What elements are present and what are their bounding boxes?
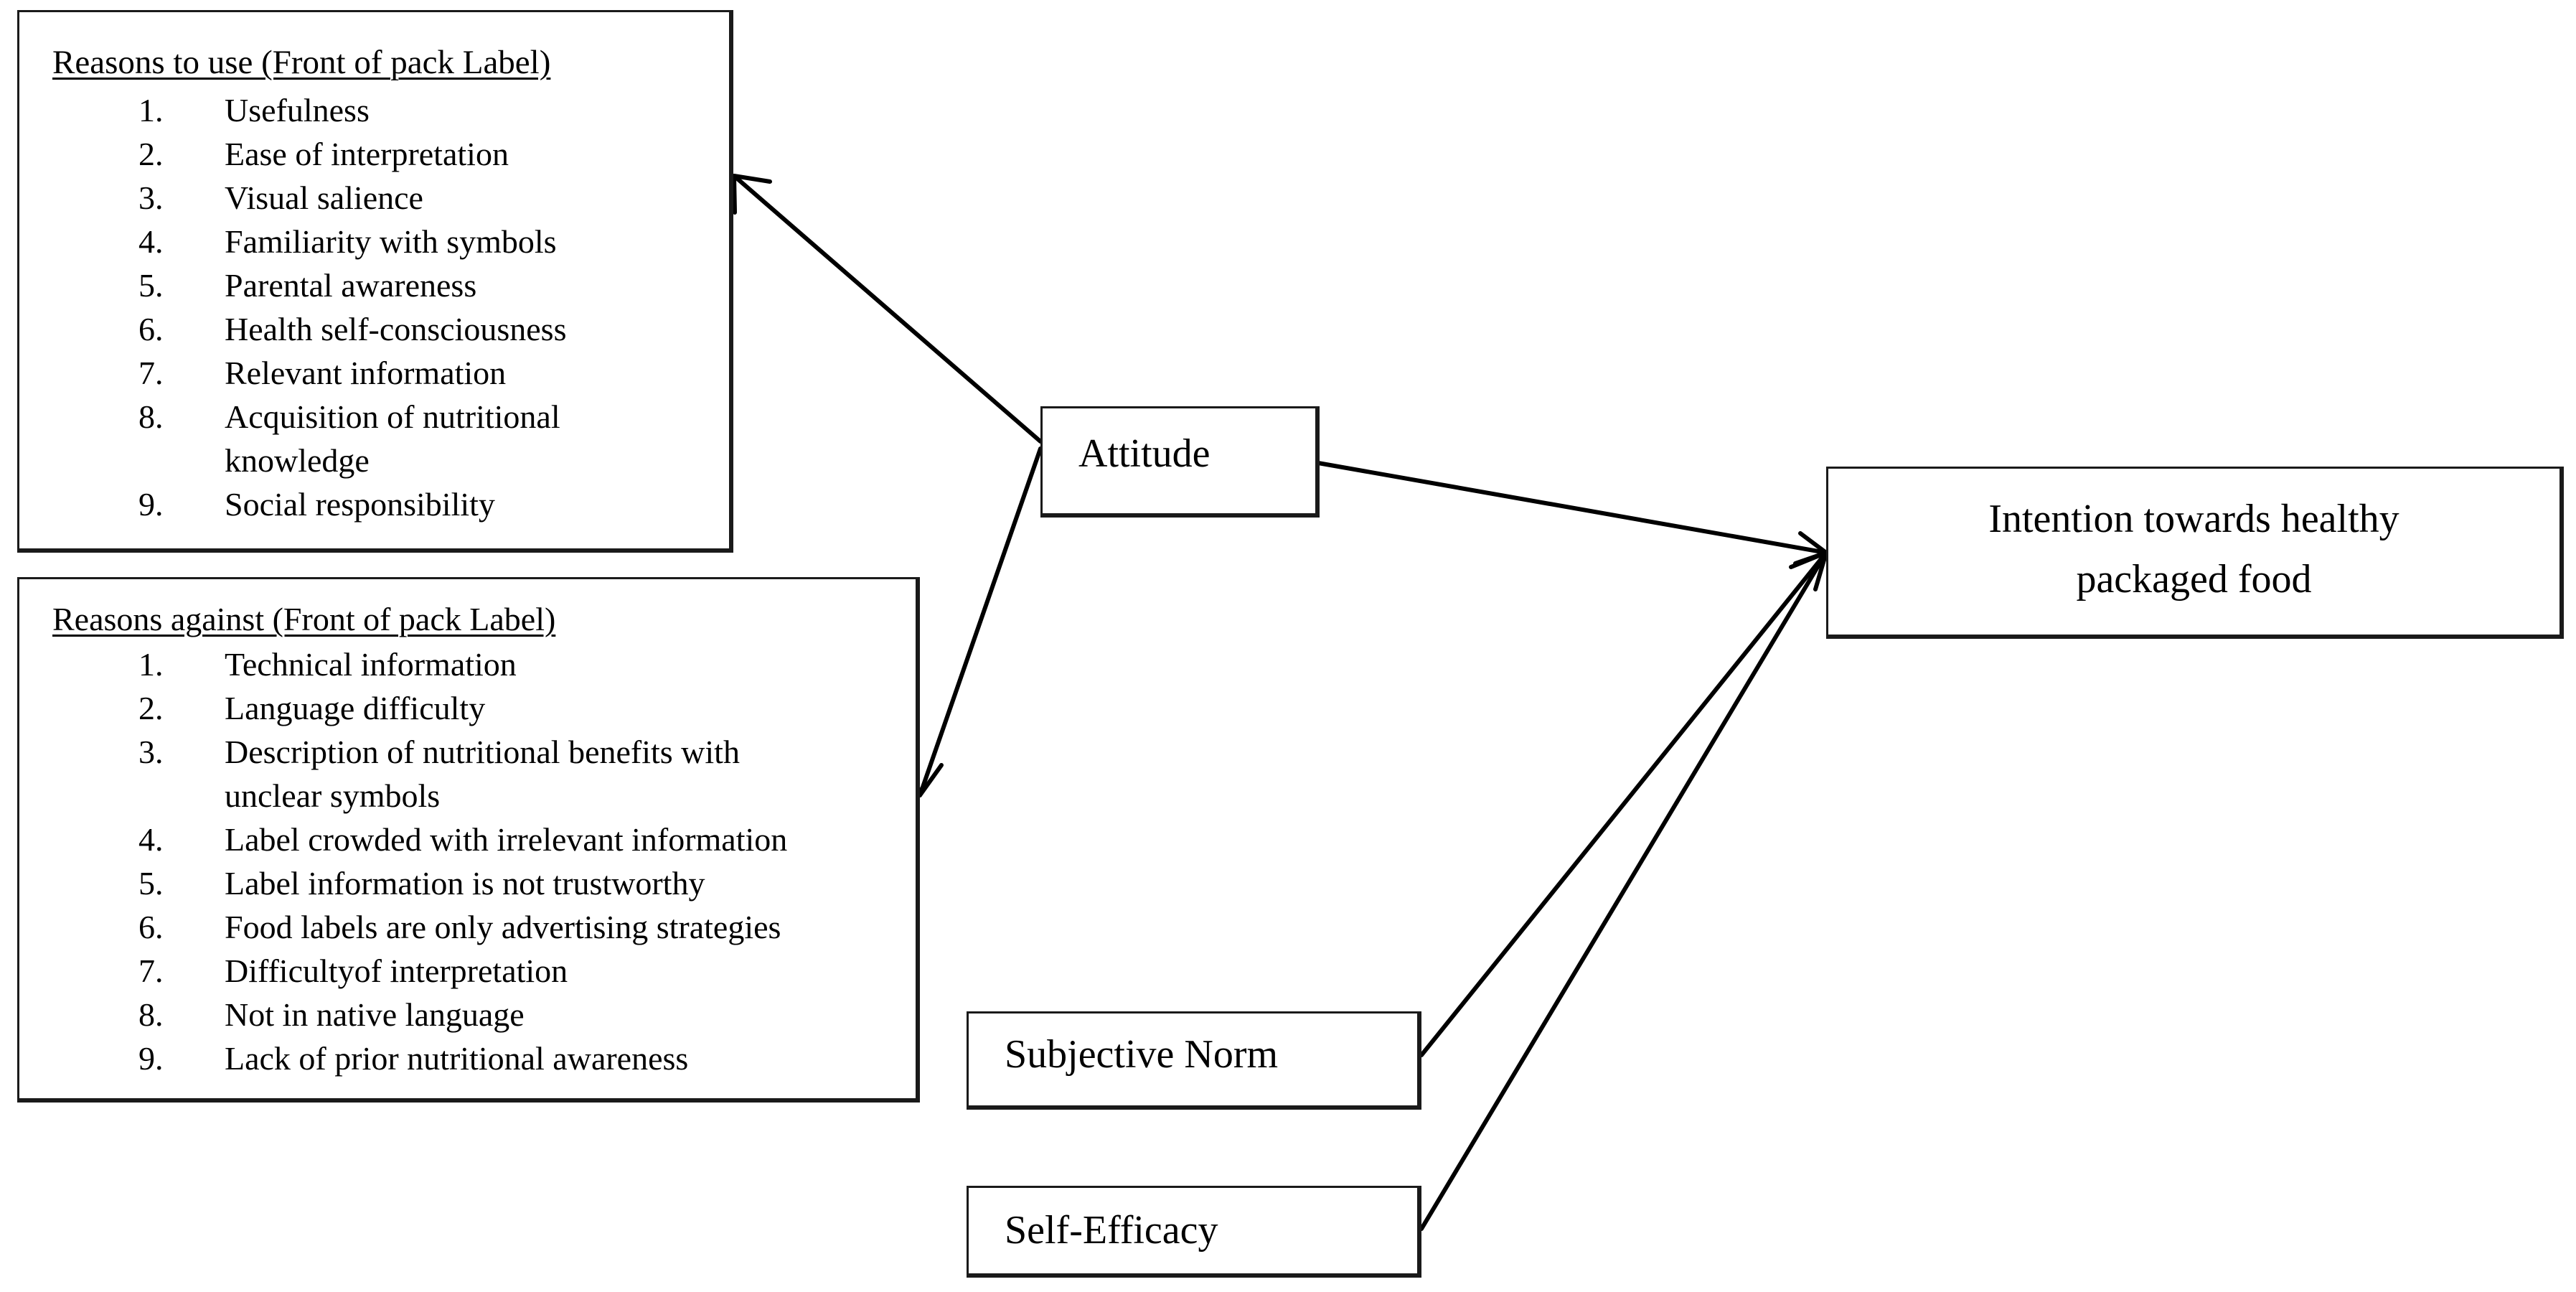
arrow-attitude-to-reasons-for (732, 174, 1043, 444)
subjective-norm-node: Subjective Norm (967, 1011, 1421, 1110)
list-item: 3.Visual salience (138, 179, 423, 216)
list-item: 4.Familiarity with symbols (138, 223, 557, 260)
reasons-against-list: 1.Technical information 2.Language diffi… (19, 642, 916, 1080)
list-item: 3.Description of nutritional benefits wi… (138, 734, 740, 814)
list-item: 1.Usefulness (138, 92, 370, 128)
intention-label-line1: Intention towards healthy (1988, 497, 2399, 541)
arrow-self-efficacy-to-intention (1419, 551, 1828, 1231)
reasons-for-box: Reasons to use (Front of pack Label) 1.U… (17, 10, 733, 553)
list-item: 8.Not in native language (138, 996, 525, 1033)
list-item: 2.Language difficulty (138, 690, 486, 726)
list-item: 2.Ease of interpretation (138, 136, 509, 172)
attitude-node: Attitude (1040, 406, 1320, 518)
arrow-attitude-to-reasons-against (918, 446, 1043, 797)
arrow-subjective-norm-to-intention (1419, 551, 1828, 1057)
list-item: 7.Difficultyof interpretation (138, 952, 568, 989)
attitude-label: Attitude (1078, 431, 1211, 476)
list-item: 5.Parental awareness (138, 267, 477, 304)
self-efficacy-label: Self-Efficacy (1005, 1208, 1218, 1253)
self-efficacy-node: Self-Efficacy (967, 1186, 1421, 1278)
reasons-for-list: 1.Usefulness 2.Ease of interpretation 3.… (19, 88, 729, 526)
list-item: 6.Health self-consciousness (138, 311, 567, 347)
list-item: 6.Food labels are only advertising strat… (138, 909, 781, 945)
list-item: 4.Label crowded with irrelevant informat… (138, 821, 788, 858)
reasons-against-box: Reasons against (Front of pack Label) 1.… (17, 577, 920, 1103)
subjective-norm-label: Subjective Norm (1005, 1032, 1279, 1077)
list-item: 1.Technical information (138, 646, 517, 683)
list-item: 9.Lack of prior nutritional awareness (138, 1040, 689, 1077)
intention-node: Intention towards healthy packaged food (1826, 467, 2564, 639)
arrowhead-reasons-for (732, 174, 772, 215)
list-item: 5.Label information is not trustworthy (138, 865, 705, 902)
intention-label-line2: packaged food (2076, 557, 2312, 601)
reasons-against-heading: Reasons against (Front of pack Label) (52, 601, 556, 637)
arrow-attitude-to-intention (1316, 461, 1828, 555)
list-item: 9.Social responsibility (138, 486, 495, 523)
reasons-for-heading: Reasons to use (Front of pack Label) (52, 44, 551, 81)
list-item: 7.Relevant information (138, 355, 507, 391)
